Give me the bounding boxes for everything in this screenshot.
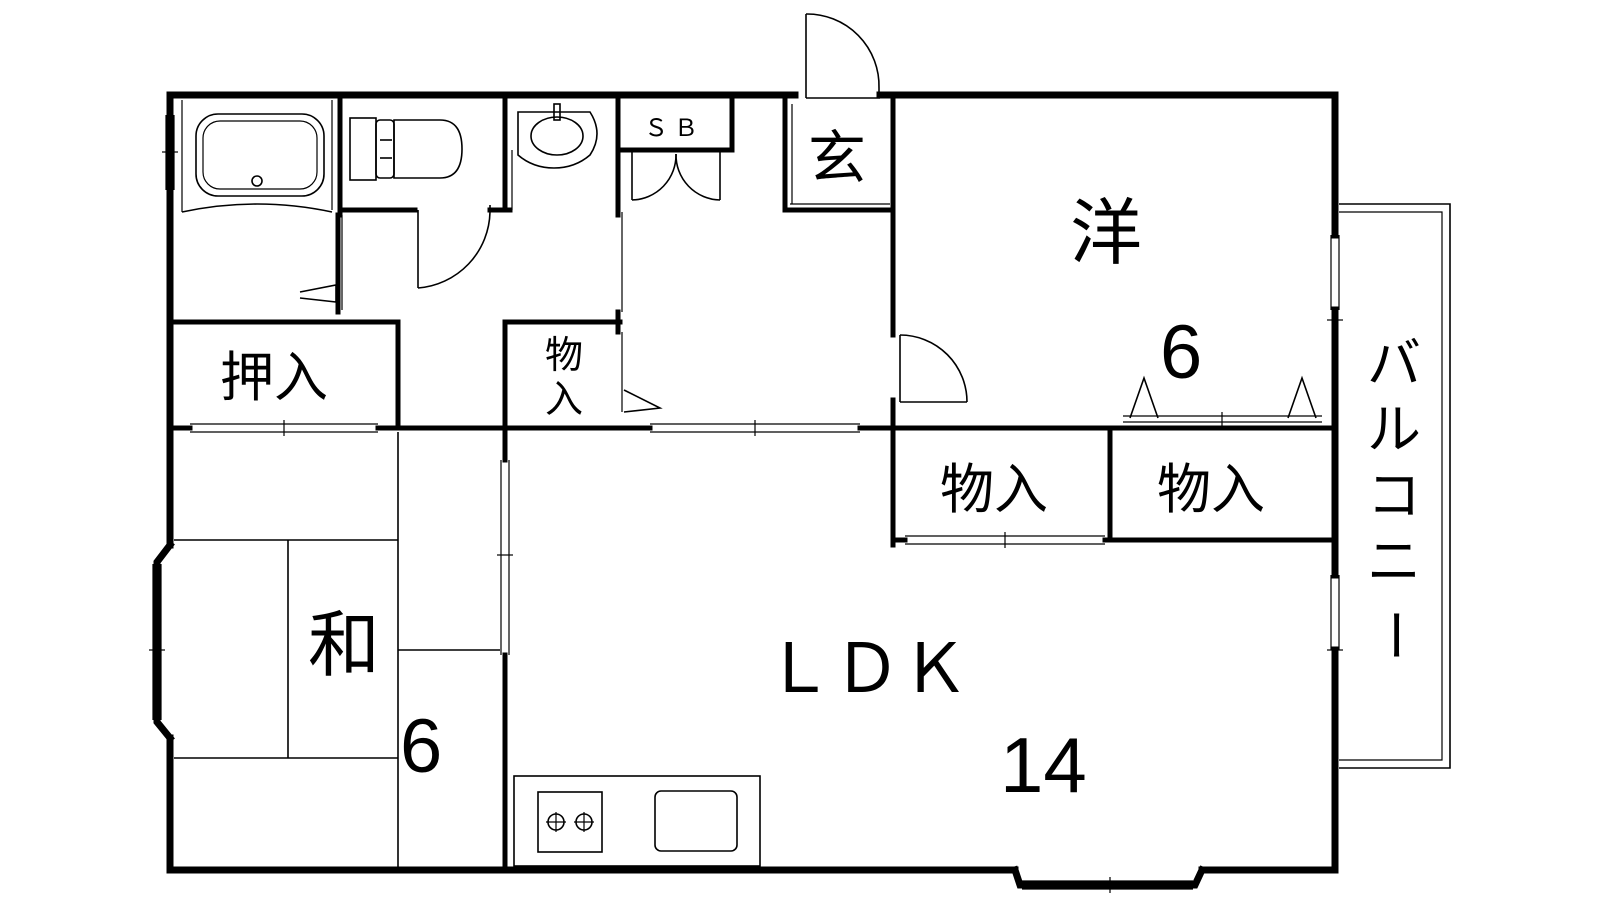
toilet [349,117,463,181]
yoshitsu-size: 6 [1160,310,1202,395]
small-monoire-bottom: 入 [545,377,583,421]
monoire-left-label: 物入 [940,458,1048,521]
entrance-door [805,13,880,99]
washitsu-label: 和 [308,603,380,687]
monoire-right-label: 物入 [1157,458,1265,521]
balcony-char-1: バ [1367,332,1421,395]
oshiire-label: 押入 [220,346,328,409]
genkan-label: 玄 [808,124,866,192]
tatami-lines [174,432,500,870]
washitsu-size: 6 [400,704,442,789]
yoshitsu-closet-doors [1123,375,1322,428]
balcony [1339,203,1451,769]
room-labels: 玄 洋 6 押入 物 入 物入 物入 和 6 ＬＤＫ 14 [220,124,1265,809]
bathtub [181,100,333,213]
balcony-char-5: ー [1363,608,1426,662]
interior-walls [167,92,1338,873]
balcony-char-4: ニ [1367,530,1421,593]
ldk-label: ＬＤＫ [765,630,969,709]
balcony-char-3: コ [1367,464,1421,527]
bath-door [299,215,343,310]
washbasin [511,103,598,210]
shoe-box-label: ＳＢ [644,114,704,142]
small-monoire-top: 物 [545,333,583,377]
western-room-door [899,334,968,403]
hallway-sliding-door [621,212,663,413]
balcony-char-2: ル [1367,398,1421,461]
balcony-label: バ ル コ ニ ー [1363,332,1426,662]
genkan-step [790,104,890,205]
kitchen-counter [513,775,761,867]
shoe-box: ＳＢ [631,114,721,201]
ldk-size: 14 [1000,721,1087,809]
windows [149,115,1343,893]
yoshitsu-label: 洋 [1070,191,1142,275]
toilet-door [417,205,491,289]
